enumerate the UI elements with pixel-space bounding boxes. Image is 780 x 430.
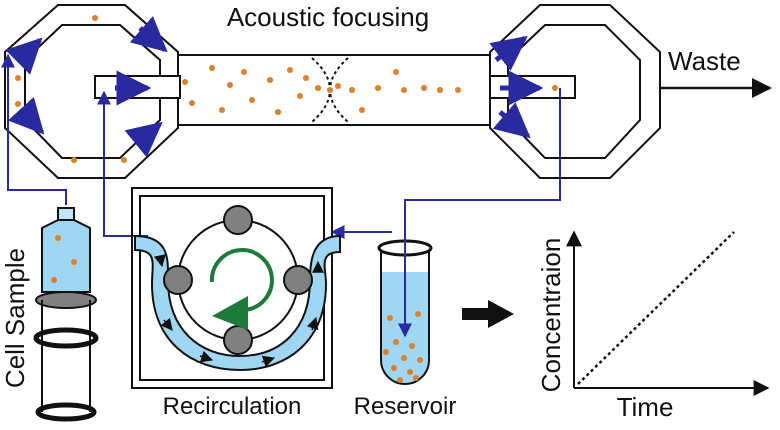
pump-roller	[163, 265, 193, 295]
syringe-particles	[51, 235, 77, 283]
particle-icon	[71, 157, 77, 163]
flow-arrow-icon	[129, 16, 168, 53]
chip-particles	[15, 15, 558, 163]
cell-sample-label: Cell Sample	[0, 248, 30, 388]
output-arrow-icon	[462, 300, 514, 328]
particle-icon	[219, 107, 225, 113]
reservoir-particles	[383, 311, 423, 383]
particle-icon	[335, 83, 341, 89]
pump-outer-frame	[131, 187, 333, 389]
particle-icon	[437, 87, 443, 93]
particle-icon	[182, 79, 188, 85]
rotation-arrow-icon	[209, 248, 274, 330]
particle-icon	[552, 85, 558, 91]
particle-icon	[121, 157, 127, 163]
syringe-ring	[33, 327, 99, 349]
particle-icon	[413, 375, 419, 381]
particle-icon	[15, 75, 21, 81]
syringe-plunger-top	[35, 291, 97, 309]
particle-icon	[383, 349, 389, 355]
particle-icon	[417, 357, 423, 363]
pump-roller	[223, 205, 253, 235]
particle-icon	[315, 85, 321, 91]
flow-arrow-icon	[153, 254, 166, 268]
particle-icon	[71, 259, 77, 265]
central-channel	[177, 54, 491, 126]
pump-tubing	[134, 234, 341, 372]
particle-icon	[51, 277, 57, 283]
particle-icon	[249, 97, 255, 103]
chip-flow-arrows	[5, 16, 544, 158]
concentration-plot: Concentraion Time	[536, 230, 770, 422]
particle-icon	[401, 87, 407, 93]
trend-line	[577, 231, 735, 385]
reservoir-label: Reservoir	[354, 393, 457, 420]
syringe-barrel	[41, 219, 91, 293]
particle-icon	[375, 85, 381, 91]
particle-icon	[407, 369, 413, 375]
particle-icon	[327, 87, 333, 93]
flow-arrow-icon	[7, 96, 45, 135]
particle-icon	[267, 77, 273, 83]
particle-icon	[189, 100, 195, 106]
particle-icon	[287, 67, 293, 73]
cell-sample-syringe	[33, 207, 99, 422]
particle-icon	[387, 315, 393, 321]
flow-arrow-icon	[261, 355, 276, 368]
particle-icon	[209, 65, 215, 71]
flow-arrow-icon	[5, 37, 43, 75]
particle-icon	[455, 87, 461, 93]
diagram-title: Acoustic focusing	[227, 2, 429, 32]
particle-icon	[401, 355, 407, 361]
pump-flow-arrows	[153, 254, 324, 368]
particle-icon	[349, 87, 355, 93]
syringe-tip	[57, 207, 75, 221]
particle-icon	[393, 339, 399, 345]
y-axis-label: Concentraion	[536, 238, 566, 393]
particle-icon	[421, 85, 427, 91]
particle-icon	[55, 235, 61, 241]
pump-roller	[283, 265, 313, 295]
particle-icon	[241, 69, 247, 75]
particle-icon	[297, 93, 303, 99]
particle-icon	[393, 69, 399, 75]
syringe-ring	[35, 402, 97, 422]
flow-arrow-icon	[199, 350, 214, 363]
particle-icon	[227, 82, 233, 88]
sample-to-chip-line	[0, 53, 67, 205]
flow-arrow-icon	[160, 317, 173, 331]
particle-icon	[359, 107, 365, 113]
particle-icon	[15, 101, 21, 107]
particle-icon	[415, 311, 421, 317]
recirculation-label: Recirculation	[163, 393, 302, 420]
reservoir-body	[380, 250, 430, 385]
particle-icon	[409, 343, 415, 349]
x-axis-label: Time	[617, 392, 674, 422]
particle-icon	[303, 75, 309, 81]
particle-icon	[275, 109, 281, 115]
recirc-to-chip-line	[97, 90, 148, 237]
flow-arrow-icon	[489, 35, 528, 71]
particle-icon	[397, 377, 403, 383]
particle-icon	[92, 15, 98, 21]
particle-icon	[391, 365, 397, 371]
waste-label: Waste	[668, 46, 741, 76]
flow-arrow-icon	[306, 316, 319, 331]
pump-roller	[223, 325, 253, 355]
peristaltic-pump	[131, 187, 341, 389]
flow-arrow-icon	[492, 102, 531, 139]
flow-arrow-icon	[124, 121, 163, 158]
